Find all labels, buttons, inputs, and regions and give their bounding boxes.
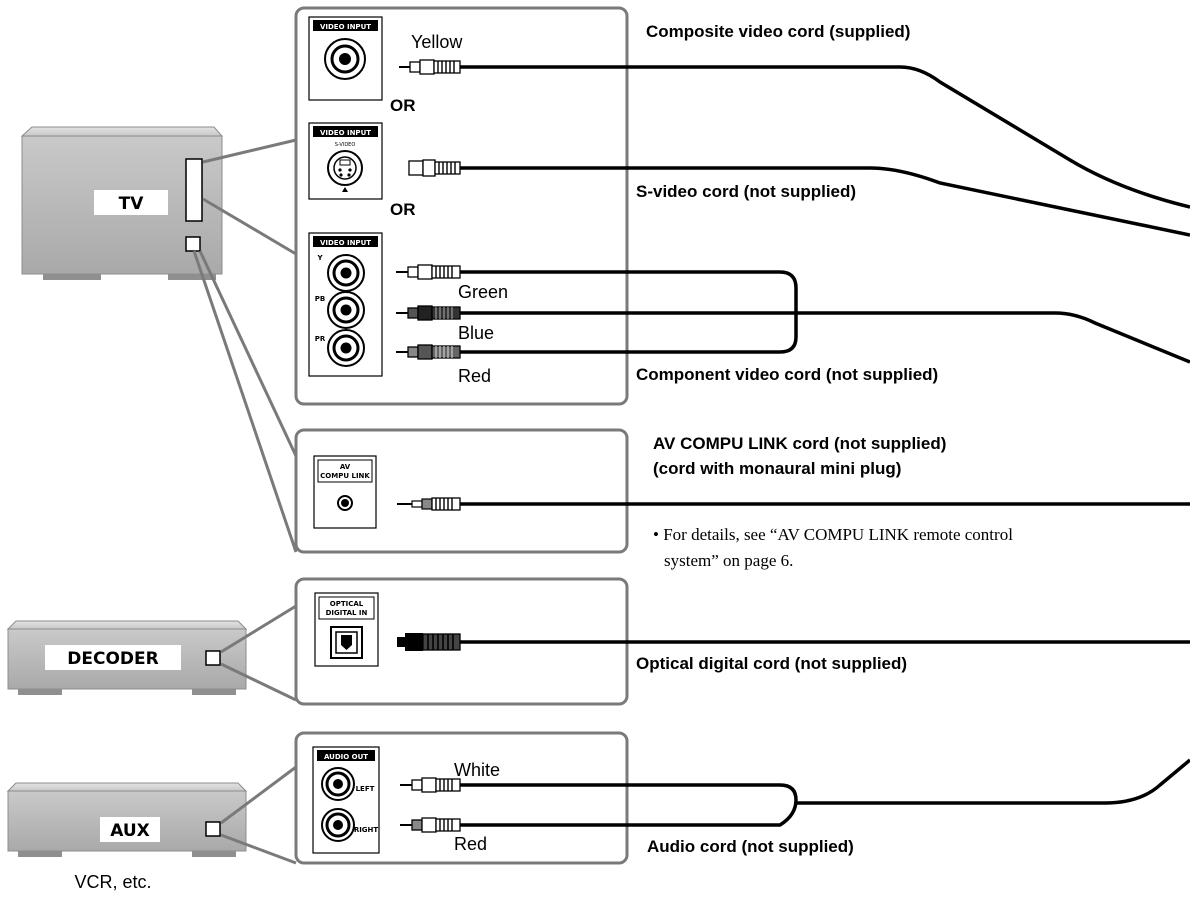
yellow-label: Yellow	[411, 32, 463, 52]
audio-loop-cable	[460, 783, 798, 827]
composite-cable	[460, 65, 1190, 209]
audio-plug-red	[400, 817, 461, 833]
audio-plug-white	[400, 777, 461, 793]
mini-plug	[397, 497, 461, 511]
video-input-tag-1: VIDEO INPUT	[320, 23, 371, 31]
svideo-sublabel: S-VIDEO	[335, 142, 356, 148]
blue-label: Blue	[458, 323, 494, 343]
av-compu-link-jack: AV COMPU LINK	[313, 455, 377, 529]
component-plug-blue	[396, 305, 461, 321]
white-label: White	[454, 760, 500, 780]
optical-input-jack: OPTICAL DIGITAL IN	[314, 592, 379, 667]
pin-pb-label: PB	[315, 295, 325, 303]
pin-left-label: LEFT	[356, 785, 375, 793]
optical-tag-line2: DIGITAL IN	[326, 609, 368, 617]
svideo-cord-label: S-video cord (not supplied)	[636, 182, 856, 201]
composite-plug	[399, 59, 461, 75]
component-cord-label: Component video cord (not supplied)	[636, 365, 938, 384]
component-plug-green	[396, 264, 461, 280]
cables	[460, 65, 1190, 827]
svideo-input-jack: VIDEO INPUT S-VIDEO	[308, 122, 383, 200]
audio-output-jacks: AUDIO OUT LEFT RIGHT	[312, 746, 380, 854]
aux-label: AUX	[110, 821, 150, 841]
pin-pr-label: PR	[315, 335, 326, 343]
or-label-2: OR	[390, 200, 416, 219]
av-tag-line2: COMPU LINK	[320, 472, 370, 480]
tv-device: TV	[20, 126, 224, 280]
decoder-label: DECODER	[67, 649, 158, 669]
decoder-port-block	[205, 650, 221, 666]
composite-cord-label: Composite video cord (supplied)	[646, 22, 910, 41]
details-note-line1: • For details, see “AV COMPU LINK remote…	[653, 525, 1013, 544]
decoder-device: DECODER	[6, 620, 248, 695]
aux-port-block	[205, 821, 221, 837]
audio-cable	[796, 758, 1190, 805]
audio-out-tag: AUDIO OUT	[324, 753, 368, 761]
video-input-tag-3: VIDEO INPUT	[320, 239, 371, 247]
optical-tag-line1: OPTICAL	[330, 600, 364, 608]
component-cable	[460, 311, 1190, 364]
svideo-plug	[408, 159, 461, 177]
tv-video-input-block	[185, 158, 203, 222]
aux-caption: VCR, etc.	[74, 872, 151, 892]
optical-cord-label: Optical digital cord (not supplied)	[636, 654, 907, 673]
audio-cord-label: Audio cord (not supplied)	[647, 837, 854, 856]
red-label-audio: Red	[454, 834, 487, 854]
tv-av-port-block	[185, 236, 201, 252]
tv-label: TV	[119, 194, 145, 214]
video-input-tag-2: VIDEO INPUT	[320, 129, 371, 137]
or-label-1: OR	[390, 96, 416, 115]
pin-right-label: RIGHT	[354, 826, 379, 834]
component-plug-red	[396, 344, 461, 360]
av-compu-link-cord-label: AV COMPU LINK cord (not supplied)	[653, 434, 946, 453]
optical-plug	[397, 633, 461, 651]
svideo-cable	[460, 166, 1190, 237]
pin-y-label: Y	[316, 254, 323, 262]
component-input-jacks: VIDEO INPUT Y PB PR	[308, 232, 383, 377]
av-tag-line1: AV	[340, 463, 351, 471]
av-compu-link-cord-sublabel: (cord with monaural mini plug)	[653, 459, 901, 478]
av-compu-link-panel	[294, 428, 629, 554]
aux-device: AUX VCR, etc.	[6, 782, 248, 892]
callout-lines	[192, 138, 298, 865]
composite-input-jack: VIDEO INPUT	[308, 16, 383, 101]
details-note-line2: system” on page 6.	[664, 551, 793, 570]
red-label-component: Red	[458, 366, 491, 386]
green-label: Green	[458, 282, 508, 302]
